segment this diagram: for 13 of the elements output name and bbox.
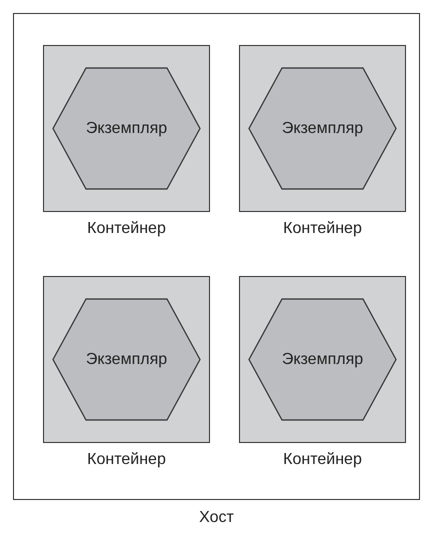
host-label: Хост <box>199 509 234 527</box>
hexagon-shape <box>53 299 200 420</box>
hexagon-shape <box>249 68 396 189</box>
hexagon-shape <box>53 68 200 189</box>
instance-label: Экземпляр <box>282 120 364 138</box>
container-label: Контейнер <box>283 220 362 238</box>
container-label: Контейнер <box>87 220 166 238</box>
instance-label: Экземпляр <box>86 120 168 138</box>
instance-label: Экземпляр <box>282 350 364 368</box>
container-label: Контейнер <box>87 451 166 469</box>
instance-label: Экземпляр <box>86 350 168 368</box>
container-label: Контейнер <box>283 451 362 469</box>
hexagon-shape <box>249 299 396 420</box>
